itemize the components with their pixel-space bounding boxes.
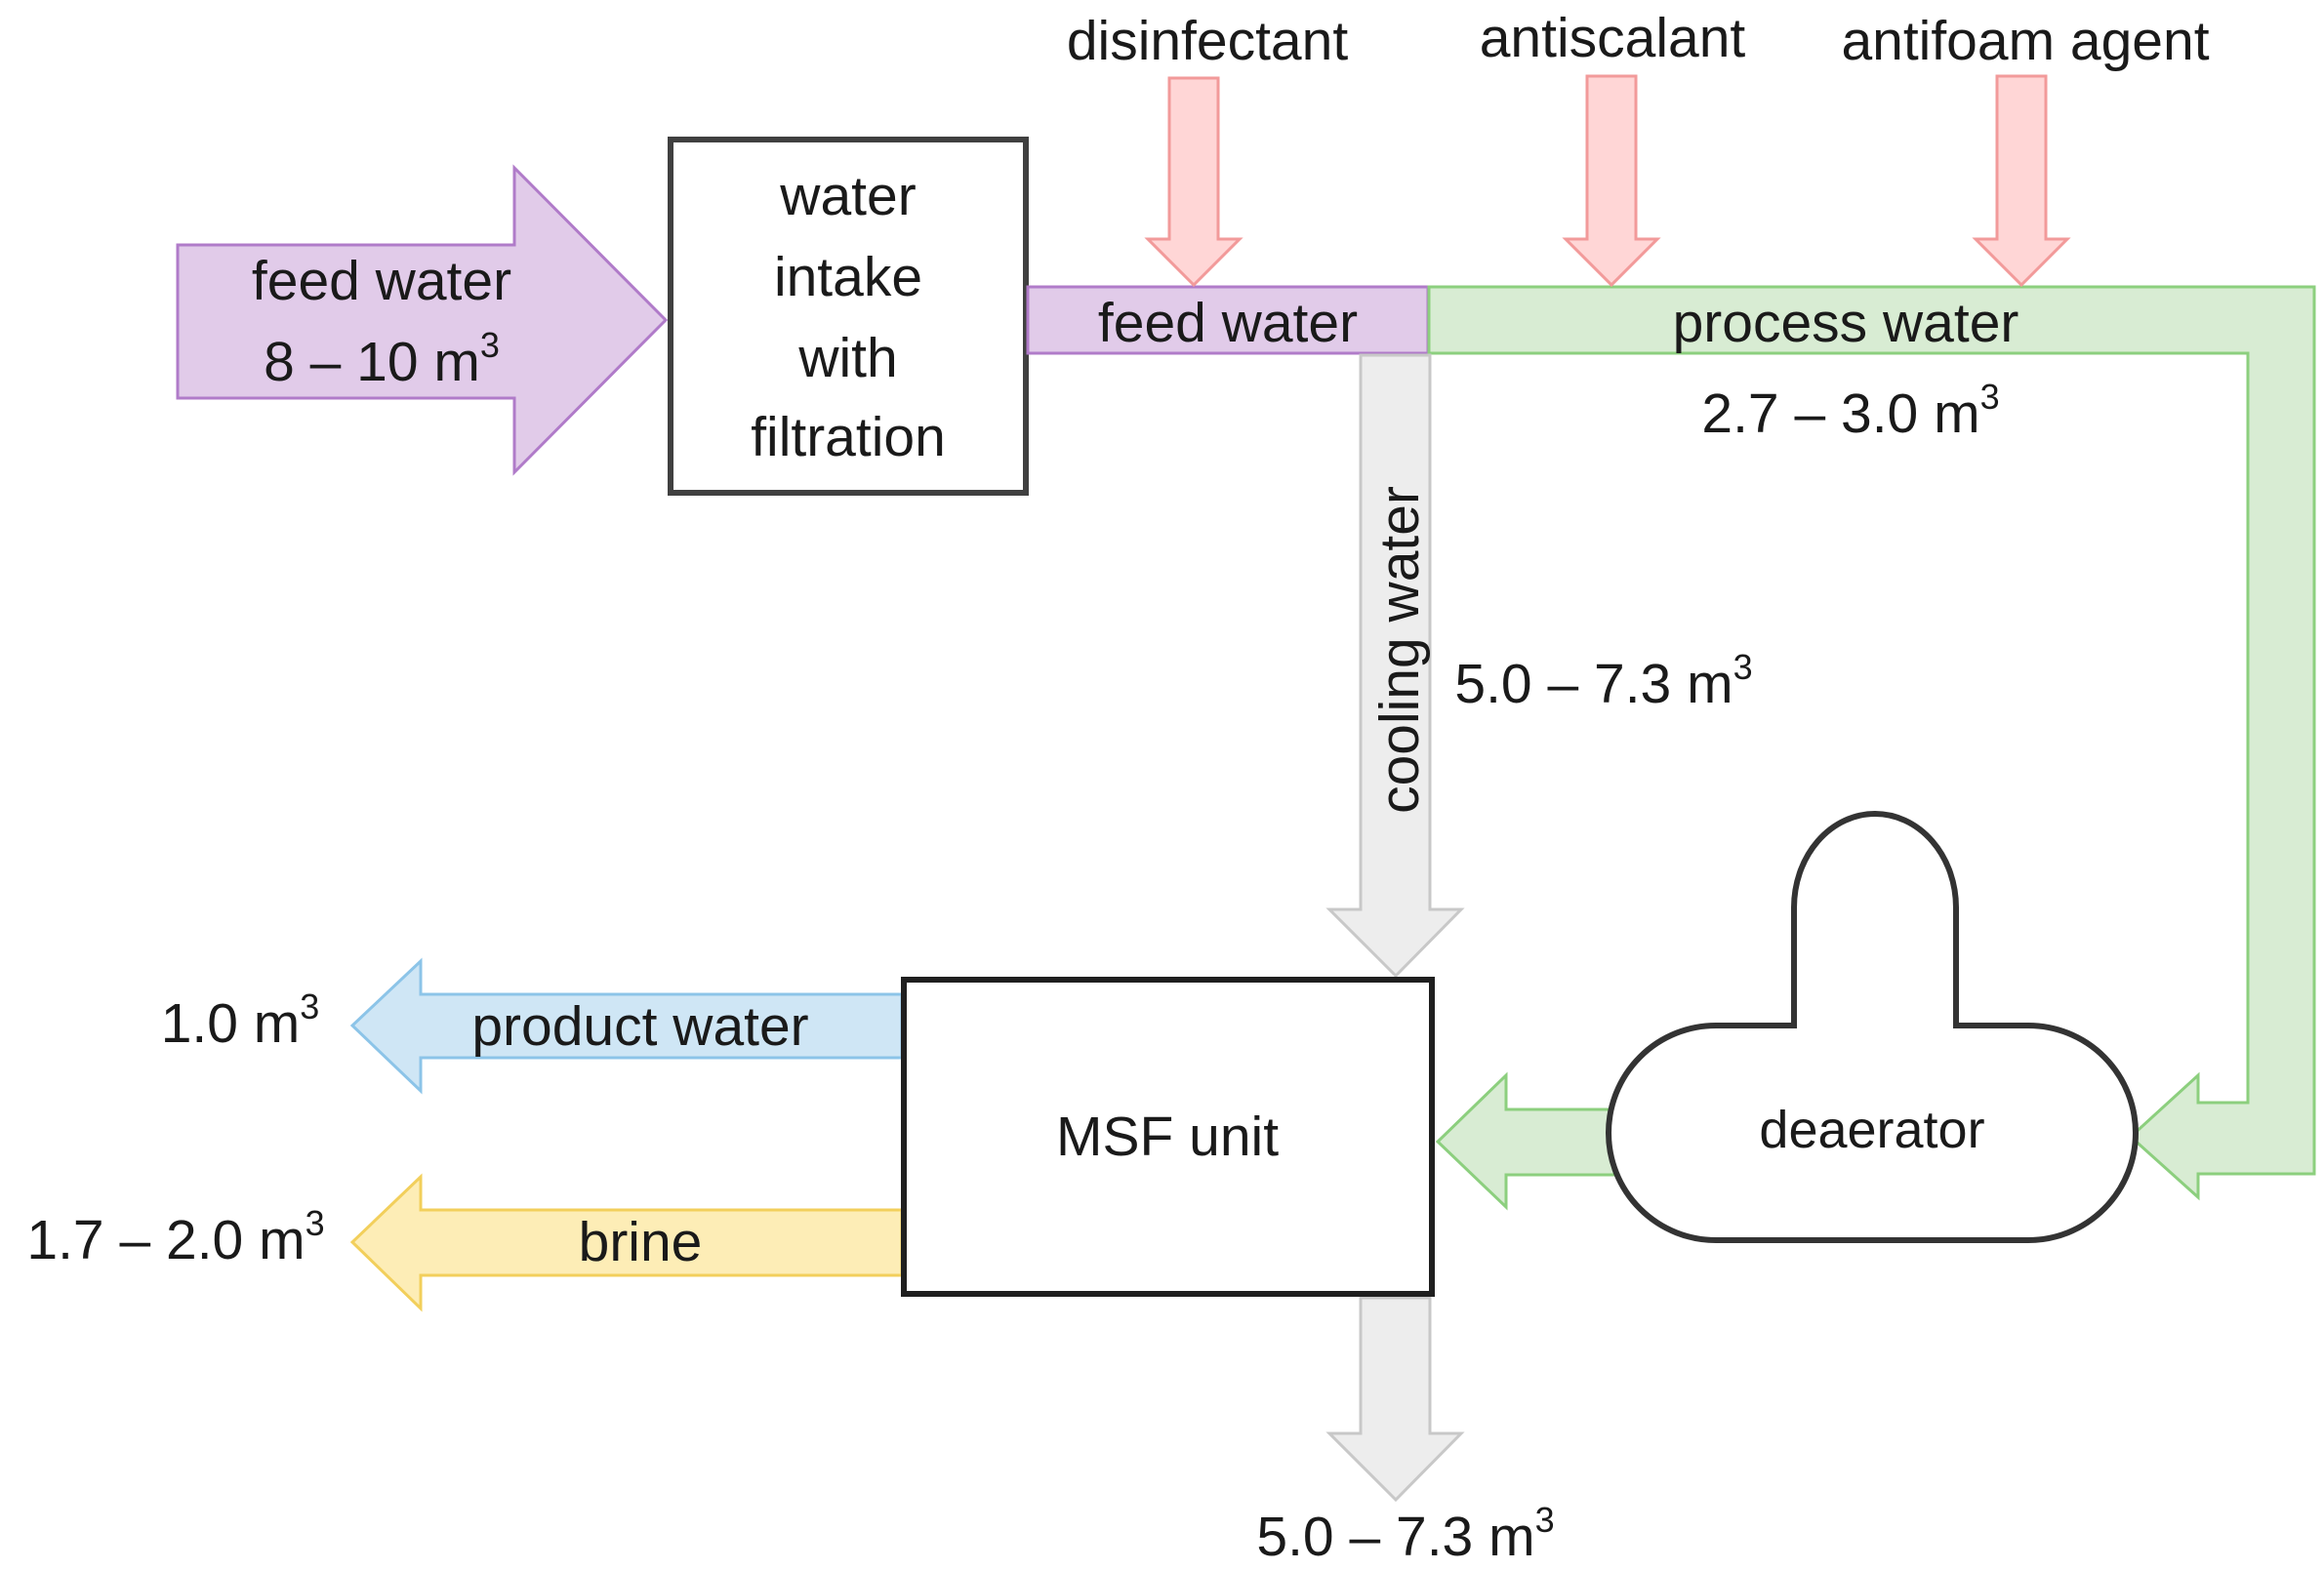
feed-water-input-volume: 8 – 10 m3 [264,325,500,393]
antiscalant-label: antiscalant [1480,7,1746,69]
brine-label: brine [579,1211,703,1273]
process-water-volume: 2.7 – 3.0 m3 [1701,377,1999,445]
brine-volume-value: 1.7 – 2.0 m [26,1209,305,1271]
brine-arrow [349,1173,904,1312]
process-water-volume-exponent: 3 [1980,377,2000,417]
brine-volume-exponent: 3 [306,1203,325,1243]
feed-water-input-volume-exponent: 3 [480,325,500,365]
cooling-water-output-volume-exponent: 3 [1535,1500,1555,1540]
cooling-water-pipe [1325,353,1465,979]
cooling-water-output-arrow [1325,1296,1465,1503]
intake-label-line4: filtration [751,406,946,468]
msf-unit-box [901,977,1435,1297]
feed-water-pipe [1026,285,1430,355]
deaerator-to-msf-arrow [1435,1071,1616,1211]
product-water-arrow [349,957,904,1095]
msf-unit-label: MSF unit [1056,1106,1279,1168]
brine-volume: 1.7 – 2.0 m3 [26,1203,324,1271]
product-water-volume: 1.0 m3 [161,986,320,1055]
cooling-water-label: cooling water [1368,486,1431,814]
cooling-water-volume-exponent: 3 [1733,647,1753,687]
product-water-label: product water [471,995,808,1058]
cooling-water-output-volume-value: 5.0 – 7.3 m [1256,1506,1534,1568]
cooling-water-volume-value: 5.0 – 7.3 m [1454,653,1733,715]
process-water-pipe [1427,285,2316,1201]
intake-label-line1: water [779,165,916,227]
cooling-water-volume: 5.0 – 7.3 m3 [1454,647,1752,715]
process-water-volume-value: 2.7 – 3.0 m [1701,382,1979,445]
feed-water-input-arrow [176,164,669,476]
feed-water-input-volume-value: 8 – 10 m [264,331,480,393]
antiscalant-dosing-arrow [1562,74,1661,288]
water-intake-box [668,137,1029,496]
intake-label-line2: intake [774,246,922,308]
antifoam-agent-label: antifoam agent [1841,10,2209,72]
feed-water-input-label: feed water [252,250,511,312]
antifoam-dosing-arrow [1972,74,2071,288]
intake-label-line3: with [797,327,897,389]
disinfectant-label: disinfectant [1067,10,1349,72]
deaerator-label: deaerator [1759,1101,1984,1159]
cooling-water-output-volume: 5.0 – 7.3 m3 [1256,1500,1554,1568]
disinfectant-dosing-arrow [1144,76,1244,288]
product-water-volume-exponent: 3 [300,986,319,1027]
product-water-volume-value: 1.0 m [161,992,301,1055]
process-water-label: process water [1673,292,2019,354]
deaerator-vessel [1606,811,2139,1243]
feed-water-pipe-label: feed water [1098,292,1358,354]
